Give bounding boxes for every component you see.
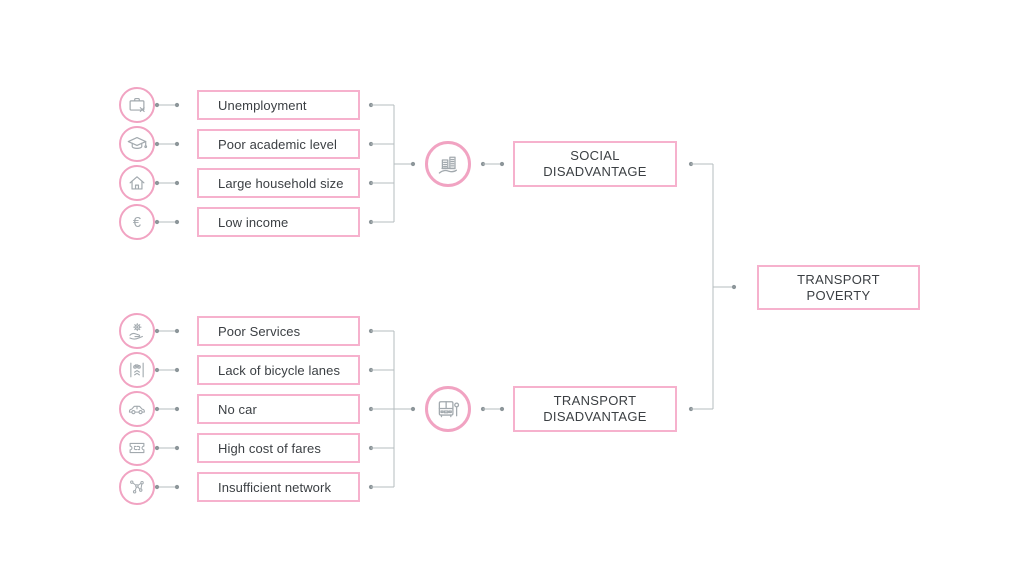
- house-icon: [119, 165, 155, 201]
- factor-box-no-car: No car: [197, 394, 360, 424]
- factor-box-unemployment: Unemployment: [197, 90, 360, 120]
- bicycle-lane-icon: [119, 352, 155, 388]
- factor-box-poor-services: Poor Services: [197, 316, 360, 346]
- transport-poverty-box: TRANSPORT POVERTY: [757, 265, 920, 310]
- ticket-icon: [119, 430, 155, 466]
- buildings-on-hand-icon: [425, 141, 471, 187]
- social-disadvantage-box: SOCIAL DISADVANTAGE: [513, 141, 677, 187]
- bus-stop-icon: [425, 386, 471, 432]
- hand-gear-icon: [119, 313, 155, 349]
- transport-disadvantage-box: TRANSPORT DISADVANTAGE: [513, 386, 677, 432]
- factor-box-insufficient-network: Insufficient network: [197, 472, 360, 502]
- graduation-cap-icon: [119, 126, 155, 162]
- factor-box-household-size: Large household size: [197, 168, 360, 198]
- network-icon: [119, 469, 155, 505]
- euro-icon: €: [119, 204, 155, 240]
- factor-box-academic-level: Poor academic level: [197, 129, 360, 159]
- car-icon: [119, 391, 155, 427]
- svg-text:€: €: [133, 215, 141, 231]
- briefcase-x-icon: [119, 87, 155, 123]
- factor-box-cost-of-fares: High cost of fares: [197, 433, 360, 463]
- factor-box-low-income: Low income: [197, 207, 360, 237]
- factor-box-bicycle-lanes: Lack of bicycle lanes: [197, 355, 360, 385]
